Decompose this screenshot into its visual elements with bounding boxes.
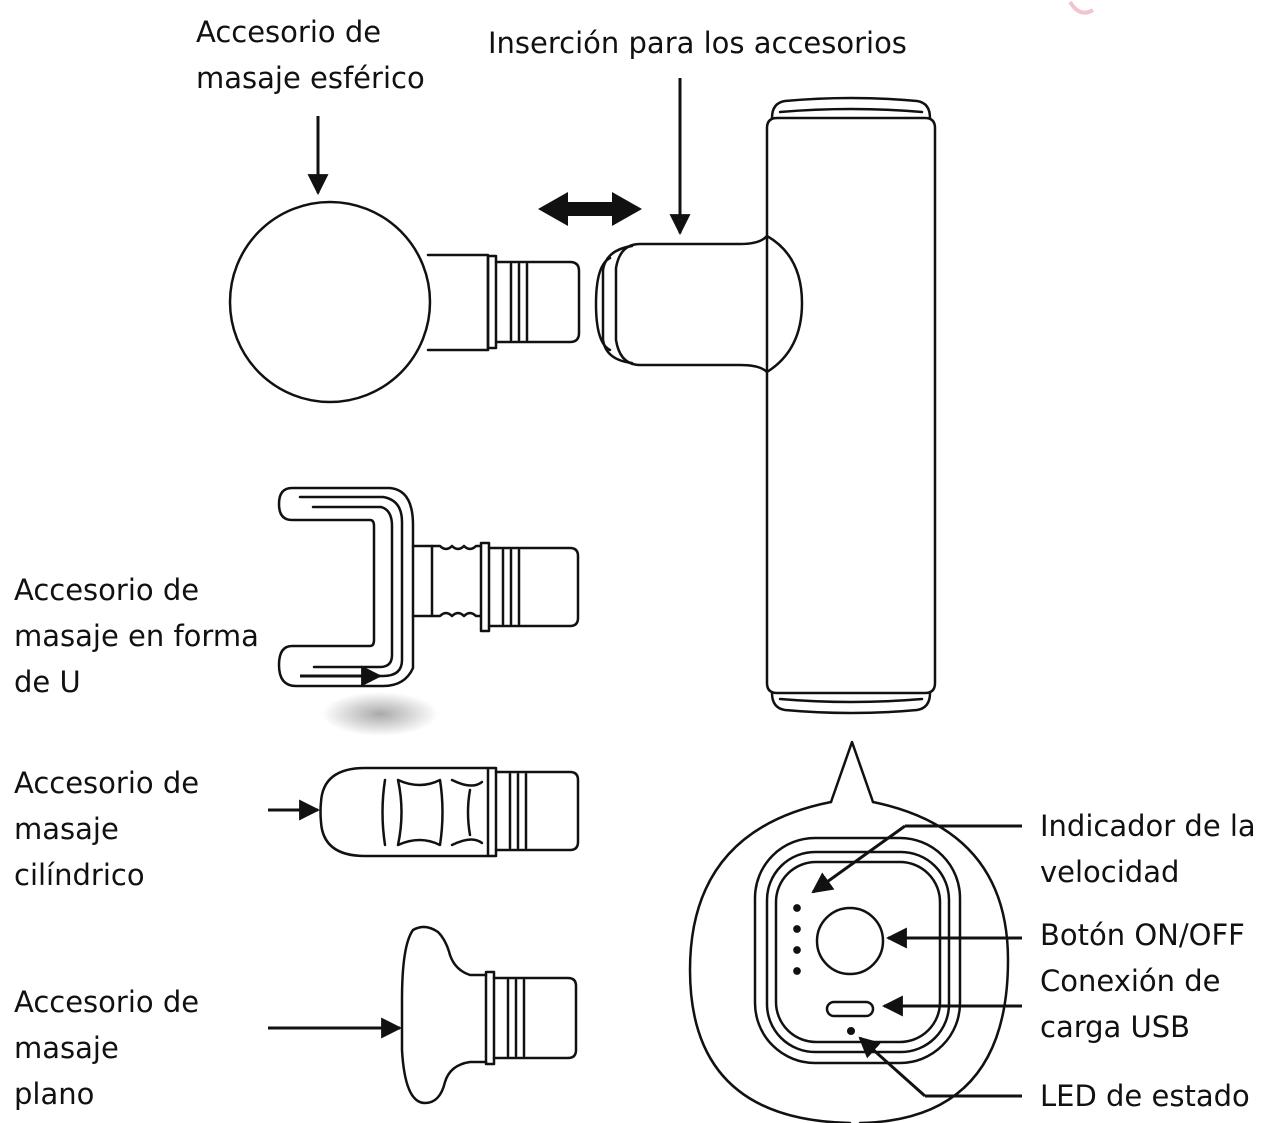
massage-gun-body <box>594 96 937 715</box>
cylindrical-attachment <box>319 766 580 858</box>
label-usb-charging-port: Conexión de carga USB <box>1040 964 1221 1044</box>
control-panel-callout <box>688 740 1010 1123</box>
arrow-speed-indicator-diag <box>811 824 906 894</box>
label-power-button: Botón ON/OFF <box>1040 918 1245 952</box>
attach-direction-arrow <box>538 192 642 226</box>
watermark-mark <box>1068 0 1095 15</box>
label-cylindrical-attachment: Accesorio de masaje cilíndrico <box>14 766 200 892</box>
label-spherical-attachment: Accesorio de masaje esférico <box>196 15 425 95</box>
label-status-led: LED de estado <box>1040 1079 1250 1113</box>
label-speed-indicator: Indicador de la velocidad <box>1040 809 1256 889</box>
label-u-shape-attachment: Accesorio de masaje en forma de U <box>14 573 259 699</box>
spherical-attachment <box>228 200 581 404</box>
arrow-status-led <box>858 1036 926 1098</box>
attachment-shadow <box>322 692 438 736</box>
u-shape-attachment <box>277 486 580 688</box>
label-flat-attachment: Accesorio de masaje plano <box>14 985 200 1111</box>
flat-attachment <box>400 925 578 1105</box>
label-attachment-insertion: Inserción para los accesorios <box>488 26 907 60</box>
